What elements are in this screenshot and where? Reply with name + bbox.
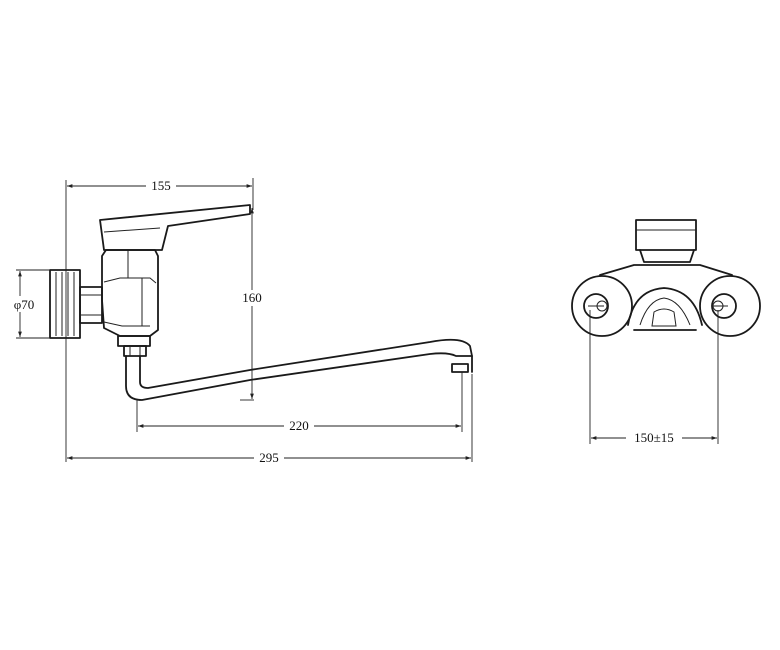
dimension-220: 220 <box>138 418 461 434</box>
dim-label-phi70: φ70 <box>14 297 35 312</box>
right-eccentric <box>699 275 761 337</box>
dimension-160: 160 <box>238 208 266 399</box>
lever-handle <box>99 204 251 251</box>
side-view: 155 160 220 295 φ70 <box>8 177 473 466</box>
eccentric-connector <box>79 286 103 324</box>
dim-label-220: 220 <box>289 418 309 433</box>
dimension-295: 295 <box>66 450 471 466</box>
extension-lines <box>16 178 473 462</box>
spout <box>125 338 473 401</box>
dimension-phi70: φ70 <box>8 271 38 337</box>
front-extension-lines <box>589 310 719 444</box>
dim-label-150: 150±15 <box>634 430 674 445</box>
front-view: 150±15 <box>571 219 761 445</box>
left-eccentric <box>571 275 633 337</box>
dimension-150: 150±15 <box>591 429 717 445</box>
mixer-bridge <box>599 264 733 331</box>
wall-flange <box>49 269 81 339</box>
cartridge-cap <box>635 219 697 263</box>
dim-label-155: 155 <box>151 178 171 193</box>
mixer-body <box>101 249 159 337</box>
dimension-155: 155 <box>66 177 252 193</box>
dim-label-295: 295 <box>259 450 279 465</box>
spout-nut <box>117 335 151 357</box>
aerator <box>451 363 469 373</box>
dim-label-160: 160 <box>242 290 262 305</box>
